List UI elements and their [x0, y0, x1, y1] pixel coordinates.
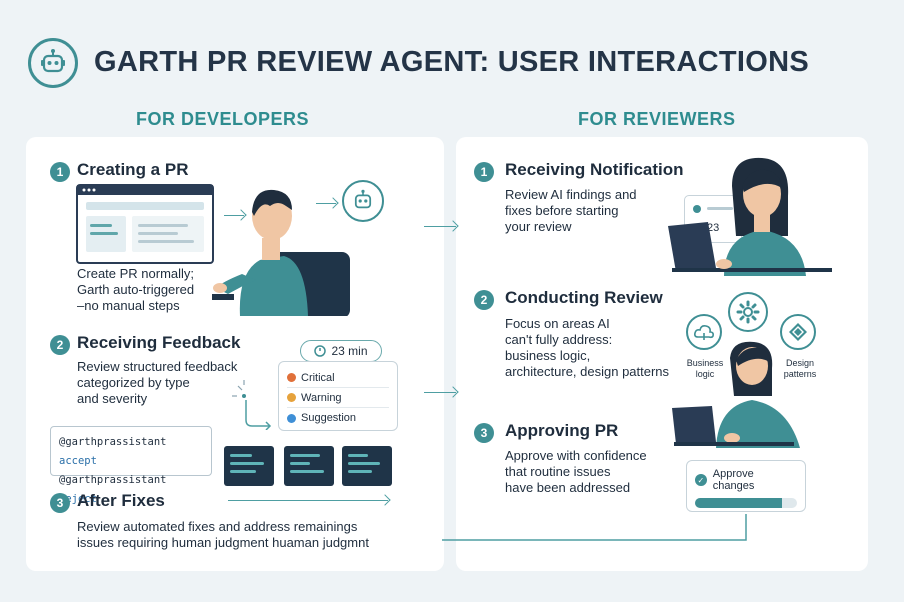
design-patterns-label: Design patterns: [783, 358, 817, 379]
severity-item-critical[interactable]: Critical: [287, 368, 389, 388]
arrow-icon: [316, 203, 336, 204]
dev-step-1-number: 1: [50, 162, 70, 182]
dev-step-1-title: Creating a PR: [77, 160, 189, 179]
pr-window-icon: [76, 184, 214, 264]
arrow-icon: [224, 215, 244, 216]
rev-step-3-title: Approving PR: [505, 421, 619, 440]
rev-step-1-number: 1: [474, 162, 494, 182]
severity-item-warning[interactable]: Warning: [287, 388, 389, 408]
dev-step-2-title: Receiving Feedback: [77, 333, 241, 352]
developer-person-icon: [212, 189, 350, 316]
suggestion-dot-icon: [287, 413, 296, 423]
reviewer-working-icon: [672, 341, 800, 448]
rev-step-2-description: Focus on areas AI can't fully address: b…: [505, 316, 670, 379]
check-icon: ✓: [695, 474, 707, 486]
design-patterns-icon: [780, 314, 816, 350]
garth-robot-icon: [342, 180, 384, 222]
approve-changes-label: Approve changes: [712, 468, 755, 492]
code-snippet-card: [224, 446, 274, 486]
arrow-icon: [424, 226, 456, 227]
severity-item-suggestion[interactable]: Suggestion: [287, 408, 389, 428]
arrow-icon: [424, 392, 456, 393]
critical-dot-icon: [287, 373, 296, 382]
cloud-icon: [686, 314, 722, 350]
approve-progress-bar: [695, 498, 797, 508]
dev-step-2-description: Review structured feedback categorized b…: [77, 359, 238, 406]
warning-dot-icon: [287, 393, 296, 402]
dev-step-3-number: 3: [50, 493, 70, 513]
timer-badge: 23 min: [300, 340, 382, 362]
cursor-click-icon: [232, 380, 272, 430]
dev-step-2-number: 2: [50, 335, 70, 355]
dev-step-3-description: Review automated fixes and address remai…: [77, 519, 369, 550]
severity-list: Critical Warning Suggestion: [278, 361, 398, 431]
arrow-icon: [228, 500, 388, 501]
header: [28, 38, 78, 88]
business-logic-label: Business logic: [686, 358, 724, 379]
reviewer-person-icon: [668, 157, 832, 276]
developers-heading: FOR DEVELOPERS: [136, 109, 310, 129]
rev-step-2-number: 2: [474, 290, 494, 310]
reviewers-heading: FOR REVIEWERS: [578, 109, 736, 129]
code-snippet-card: [342, 446, 392, 486]
code-snippet-card: [284, 446, 334, 486]
rev-step-1-title: Receiving Notification: [505, 160, 684, 179]
clock-icon: [314, 345, 327, 357]
rev-step-1-description: Review AI findings and fixes before star…: [505, 187, 637, 234]
page-title: GARTH PR REVIEW AGENT: USER INTERACTIONS: [94, 46, 810, 78]
rev-step-2-title: Conducting Review: [505, 288, 663, 307]
accept-command[interactable]: @garthprassistant accept: [59, 436, 167, 467]
rev-step-3-number: 3: [474, 423, 494, 443]
approve-changes-card[interactable]: ✓ Approve changes: [686, 460, 806, 512]
notification-dot-icon: [693, 205, 701, 213]
rev-step-3-description: Approve with confidence that routine iss…: [505, 448, 647, 495]
robot-logo-icon: [28, 38, 78, 88]
connector-line: [442, 514, 747, 541]
dev-step-1-description: Create PR normally; Garth auto-triggered…: [77, 266, 195, 313]
gear-icon: [728, 292, 768, 332]
dev-step-3-title: After Fixes: [77, 491, 165, 510]
notification-count: 23: [707, 222, 720, 234]
command-box[interactable]: @garthprassistant accept @garthprassista…: [50, 426, 212, 505]
